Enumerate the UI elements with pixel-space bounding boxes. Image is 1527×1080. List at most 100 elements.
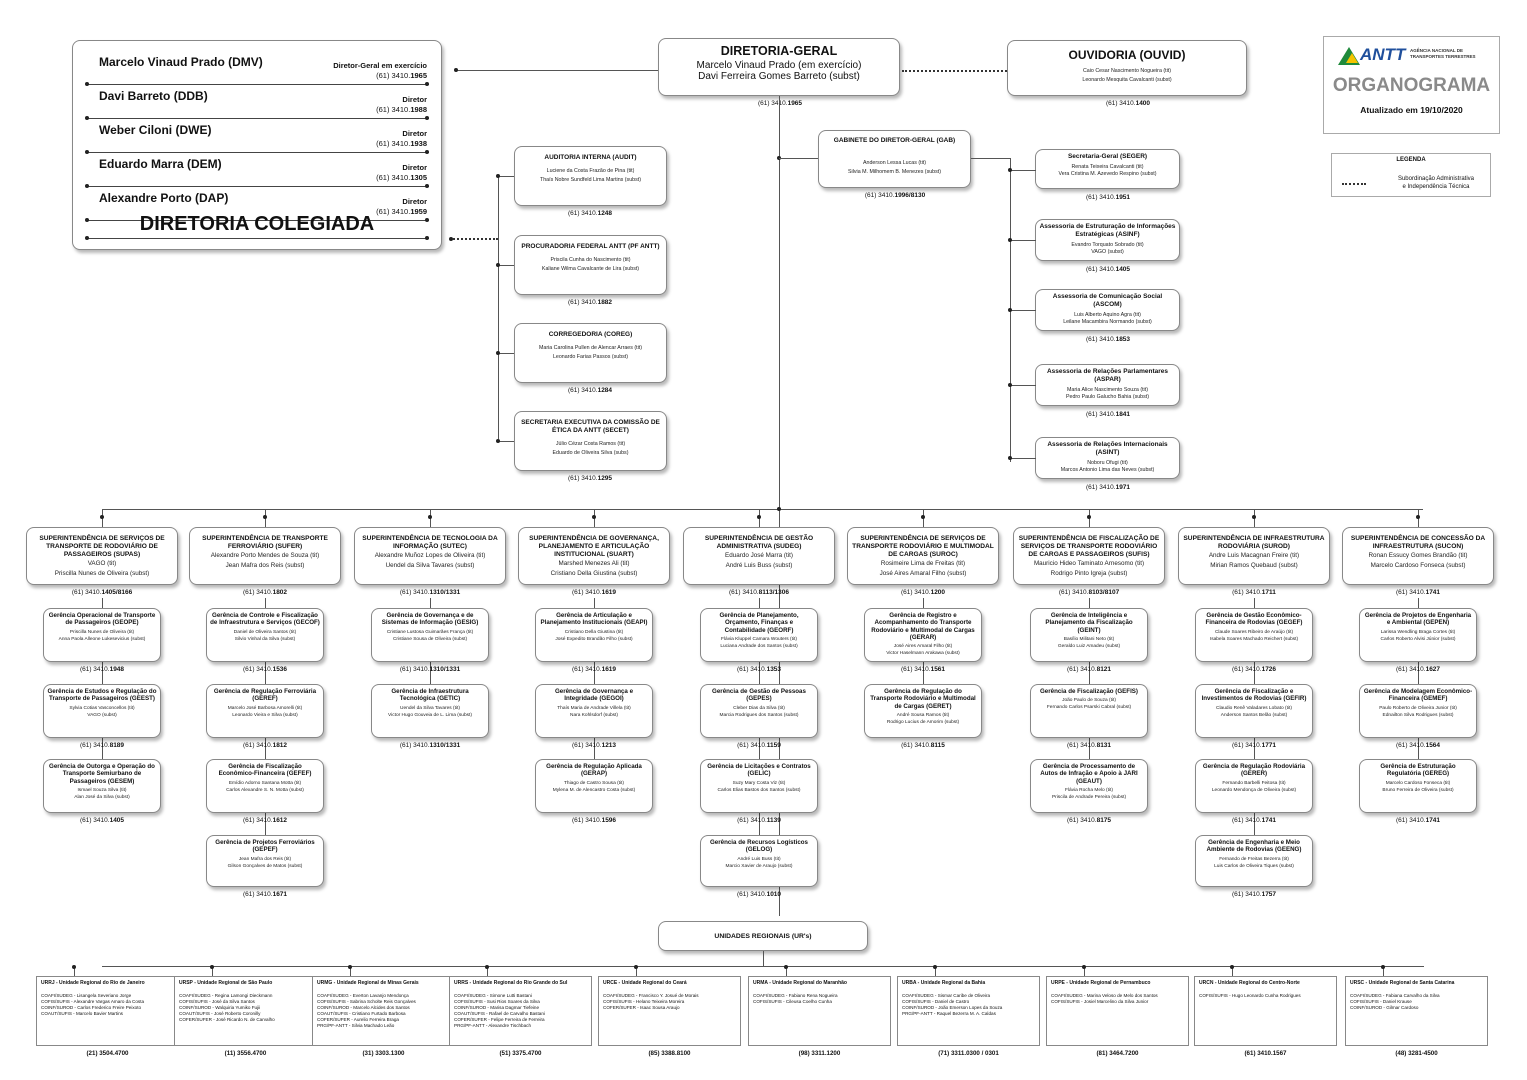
ur-phone: (21) 3504.4700 (86, 1050, 129, 1057)
left-unit-title: AUDITORIA INTERNA (AUDIT) (544, 154, 637, 161)
right-unit-title: Assessoria de Estruturação de Informaçõe… (1039, 223, 1176, 238)
phone-suffix: 1159 (766, 742, 781, 749)
gerencia-title: Gerência de Regulação Rodoviária (GERER) (1202, 763, 1306, 778)
gerencia-box: Gerência de Controle e Fiscalização de I… (206, 608, 324, 662)
left-unit: AUDITORIA INTERNA (AUDIT)Luciene da Cost… (514, 146, 667, 206)
right-unit-holder: Luis Alberto Aquino Agra (tit) (1074, 312, 1141, 318)
phone-prefix: (61) 3410. (900, 589, 931, 596)
ur-coordinator: COAUT/SUFIS - Rafael de Carvalho Bastani (454, 1011, 545, 1016)
sup-title: SUPERINTENDÊNCIA DE TRANSPORTE FERROVIÁR… (202, 535, 328, 550)
gerencia-box: Gerência de Governança e Integridade (GE… (535, 684, 653, 738)
ur-phone: (48) 3281-4500 (1395, 1050, 1438, 1057)
gerencia-holder: Sylvia Cotias Vasconcellos (tit) (69, 705, 135, 711)
connector-dot (757, 515, 761, 519)
phone-suffix: 1741 (1425, 589, 1441, 596)
gerencia-holder: Basílio Militani Neto (tit) (1063, 636, 1115, 642)
sup-holder: Alexandre Porto Mendes de Souza (tit) (210, 552, 320, 559)
ur-coordinator: COFIS/SUFIS - Susi Rios Soares da Silva (454, 999, 540, 1004)
phone-prefix: (61) 3410. (1395, 742, 1426, 749)
board-member-name: Marcelo Vinaud Prado (DMV) (99, 55, 263, 69)
left-unit-phone: (61) 3410.1284 (530, 387, 650, 394)
right-unit-phone: (61) 3410.1841 (1048, 411, 1168, 418)
gerencia-phone: (61) 3410.1757 (1195, 891, 1313, 898)
left-unit-substitute: Thaís Nobre Sundfeld Lima Martins (subst… (540, 177, 641, 183)
sup-substitute: Priscilla Nunes de Oliveira (subst) (54, 570, 150, 577)
sup-title: SUPERINTENDÊNCIA DE SERVIÇOS DE TRANSPOR… (852, 535, 994, 558)
gerencia-substitute: Anna Paola Alleone Lukesevicius (subst) (58, 636, 146, 642)
sup-title: SUPERINTENDÊNCIA DE FISCALIZAÇÃO DE SERV… (1018, 535, 1160, 558)
gerencia-phone: (61) 3410.1812 (206, 742, 324, 749)
board-member-name: Alexandre Porto (DAP) (99, 191, 229, 205)
ouvid-holder: Caio Cesar Nascimento Nogueira (tit) (1082, 68, 1172, 74)
phone-prefix: (61) 3410. (399, 666, 430, 673)
phone-suffix: 1965 (410, 71, 427, 80)
phone-suffix: 8175 (1096, 817, 1112, 824)
gerencia-substitute: VAGO (subst) (87, 712, 117, 718)
dg-phone: (61) 3410.1965 (720, 100, 840, 107)
connector-dot (85, 150, 89, 154)
gerencia-substitute: Leonardo Mendonça de Oliveira (subst) (1211, 787, 1297, 793)
phone-suffix: 1612 (272, 817, 288, 824)
gerencia-title: Gerência de Governança e Integridade (GE… (554, 688, 634, 703)
ur-title: URBA - Unidade Regional da Bahia (902, 980, 986, 986)
gerencia-phone: (61) 3410.8189 (43, 742, 161, 749)
gerencia-box: Gerência de Registro e Acompanhamento do… (864, 608, 982, 662)
connector-dot (85, 218, 89, 222)
urs-drop-line (763, 951, 764, 966)
ur-drop-line (635, 966, 637, 976)
phone-suffix: 1353 (766, 666, 782, 673)
left-unit-holder: Priscila Cunha do Nascimento (tit) (550, 257, 631, 263)
ur-coordinator: COAFI/SUDEG - Lisangela Severiano Jorge (41, 993, 132, 998)
phone-prefix: (61) 3410. (567, 210, 598, 217)
phone-prefix: (61) 3410. (376, 71, 411, 80)
board-member-name: Davi Barreto (DDB) (99, 89, 208, 103)
gerencia-phone: (61) 3410.1561 (864, 666, 982, 673)
gerencia-substitute: Luis Carlos de Oliveira Tiques (subst) (1214, 863, 1294, 869)
right-unit: Assessoria de Relações Parlamentares (AS… (1035, 364, 1180, 406)
board-member-name: Weber Ciloni (DWE) (99, 123, 212, 137)
gerencia-title: Gerência de Articulação e Planejamento I… (540, 612, 648, 627)
right-unit-title: Assessoria de Relações Parlamentares (AS… (1046, 368, 1169, 383)
sup-holder: VAGO (tit) (87, 560, 117, 567)
gerencia-box: Gerência de Estudos e Regulação do Trans… (43, 684, 161, 738)
gerencia-substitute: Bruno Ferreira de Oliveira (subst) (1382, 787, 1454, 793)
connector-dot (921, 515, 925, 519)
ur-phone: (81) 3464.7200 (1096, 1050, 1139, 1057)
gerencia-box: Gerência de Outorga e Operação do Transp… (43, 759, 161, 813)
phone-prefix: (61) 3410. (376, 207, 411, 216)
ur-phone: (31) 3303.1300 (362, 1050, 405, 1057)
connector-dot (1008, 168, 1012, 172)
gerencia-title: Gerência Operacional de Transporte de Pa… (48, 612, 156, 627)
connector-dot (428, 515, 432, 519)
board-member-role: Diretor-Geral em exercício (333, 61, 427, 70)
gerencia-title: Gerência de Infraestrutura Tecnológica (… (391, 688, 469, 703)
gerencia-phone: (61) 3410.1310/1331 (371, 742, 489, 749)
phone-suffix: 8121 (1096, 666, 1112, 673)
left-unit-substitute: Leonardo Farias Passos (subst) (552, 354, 629, 360)
gerencia-substitute: Priscila de Andrade Pereira (subst) (1051, 794, 1127, 800)
right-unit-phone: (61) 3410.1951 (1048, 194, 1168, 201)
superintendencia-box: SUPERINTENDÊNCIA DE INFRAESTRUTURA RODOV… (1178, 527, 1330, 585)
ur-drop-line (349, 966, 351, 976)
ur-coordinator: COAFI/SUDEG - Sismar Caribe de Oliveira (902, 993, 991, 998)
gerencia-substitute: Geraldo Luiz Amadeu (subst) (1057, 643, 1121, 649)
connector-dot (1252, 515, 1256, 519)
gerencia-title: Gerência de Projetos Ferroviários (GEPEF… (215, 839, 315, 854)
ouvid-substitute: Leonardo Mesquita Cavalcanti (subst) (1082, 77, 1172, 83)
ur-coordinator: COAFI/SUDEG - Marina Veloso de Melo dos … (1051, 993, 1158, 998)
gerencia-substitute: Nara Kohlsdorf (subst) (570, 712, 618, 718)
phone-suffix: 1405/8166 (101, 589, 133, 596)
left-unit-branch (498, 353, 514, 354)
gerencia-box: Gerência de Licitações e Contratos (GELI… (700, 759, 818, 813)
left-unit: SECRETARIA EXECUTIVA DA COMISSÃO DE ÉTIC… (514, 411, 667, 471)
phone-suffix: 1951 (1115, 194, 1131, 201)
phone-suffix: 1213 (601, 742, 617, 749)
board-member-phone: (61) 3410.1305 (376, 173, 427, 182)
antt-agency: TRANSPORTES TERRESTRES (1410, 54, 1476, 59)
phone-prefix: (61) 3410. (1058, 589, 1089, 596)
phone-prefix: (61) 3410. (1066, 817, 1097, 824)
gerencia-title: Gerência de Licitações e Contratos (GELI… (707, 763, 811, 778)
gerencia-box: Gerência de Fiscalização e Investimentos… (1195, 684, 1313, 738)
